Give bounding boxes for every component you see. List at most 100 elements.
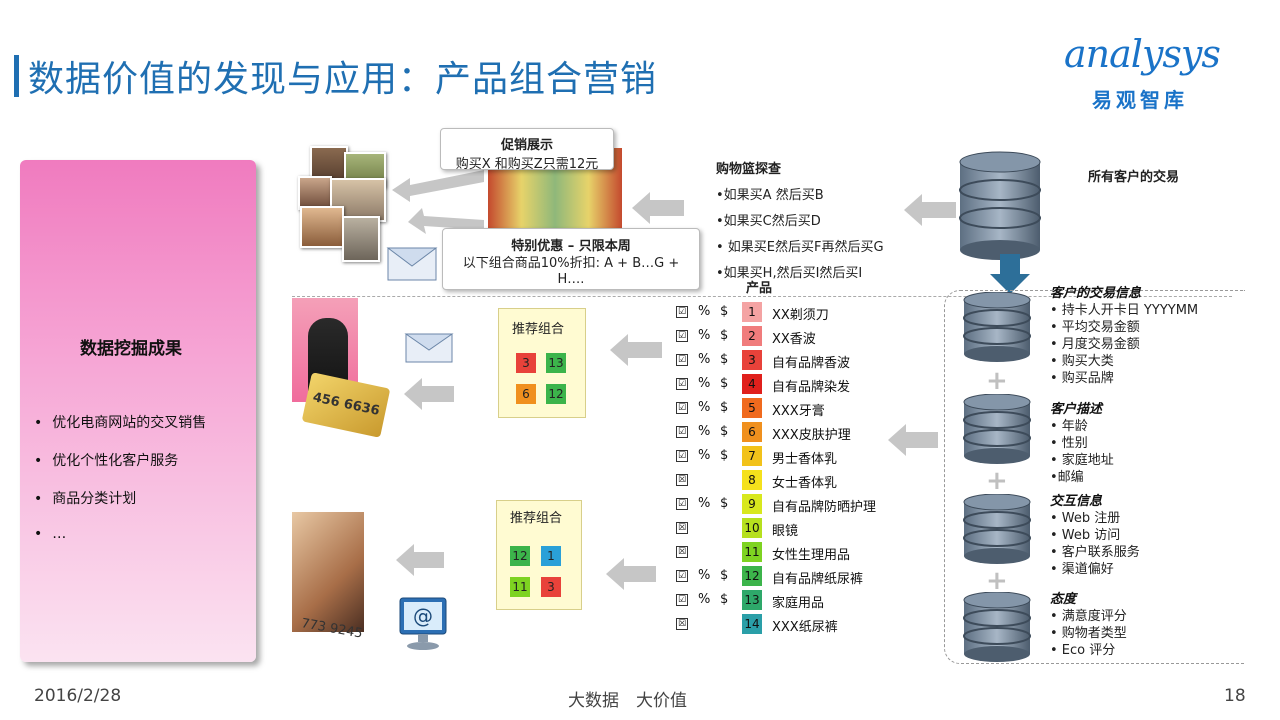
product-check: ☑ (676, 450, 688, 462)
footer-date: 2016/2/28 (34, 686, 122, 706)
data-section-title: 客户描述 (1050, 402, 1103, 417)
product-name: 女士香体乳 (772, 476, 838, 491)
data-section-item: • 购买品牌 (1050, 371, 1114, 386)
price-mark: $ (720, 568, 729, 583)
database-icon (963, 494, 1031, 564)
product-number: 4 (742, 374, 762, 394)
customer-photo (298, 176, 332, 210)
product-check: ☒ (676, 522, 688, 534)
svg-text:@: @ (413, 604, 433, 628)
data-section-item: • 年龄 (1050, 419, 1088, 434)
product-number: 5 (742, 398, 762, 418)
product-name: 女性生理用品 (772, 548, 851, 563)
price-mark: $ (720, 496, 729, 511)
price-mark: $ (720, 448, 729, 463)
logo: analysys (1064, 32, 1221, 76)
product-name: XX香波 (772, 332, 816, 347)
separator-line (292, 296, 1232, 297)
basket-rule: •如果买A 然后买B (716, 188, 824, 203)
price-mark: $ (720, 592, 729, 607)
product-tile: 13 (546, 353, 566, 373)
data-section-item: • 持卡人开卡日 YYYYMM (1050, 303, 1199, 318)
product-row: ☑% $7 男士香体乳 (676, 446, 916, 470)
data-section-item: • 平均交易金额 (1050, 320, 1140, 335)
product-number: 13 (742, 590, 762, 610)
product-tile: 12 (546, 384, 566, 404)
product-check: ☑ (676, 378, 688, 390)
product-check: ☑ (676, 570, 688, 582)
product-tile: 3 (541, 577, 561, 597)
product-check: ☑ (676, 402, 688, 414)
discount-mark: % (698, 352, 711, 367)
products-header: 产品 (746, 281, 773, 296)
data-section-item: • 客户联系服务 (1050, 545, 1140, 560)
price-mark: $ (720, 328, 729, 343)
family-photo (292, 512, 364, 632)
discount-mark: % (698, 568, 711, 583)
result-item: •… (34, 526, 67, 542)
product-name: 家庭用品 (772, 596, 825, 611)
product-number: 9 (742, 494, 762, 514)
product-tile: 3 (516, 353, 536, 373)
data-section-title: 态度 (1050, 592, 1077, 607)
product-check: ☑ (676, 330, 688, 342)
data-section-item: • 购买大类 (1050, 354, 1114, 369)
arrow-left-icon (396, 544, 444, 576)
product-number: 10 (742, 518, 762, 538)
logo-cn: 易观智库 (1092, 88, 1188, 112)
results-panel (20, 160, 256, 662)
arrow-left-icon (904, 194, 956, 226)
discount-mark: % (698, 424, 711, 439)
promo-title: 促销展示 (500, 138, 553, 153)
product-number: 2 (742, 326, 762, 346)
customer-photo (342, 216, 380, 262)
basket-title: 购物篮探查 (716, 162, 782, 177)
offer-text: 以下组合商品10%折扣: A + B…G + H…. (462, 256, 680, 287)
product-name: 自有品牌香波 (772, 356, 851, 371)
offer-title: 特别优惠 – 只限本周 (511, 239, 631, 254)
data-section-item: •邮编 (1050, 470, 1084, 485)
data-section-item: • 性别 (1050, 436, 1088, 451)
arrow-left-icon (888, 424, 938, 456)
basket-rule: • 如果买E然后买F再然后买G (716, 240, 884, 255)
all-transactions-label: 所有客户的交易 (1088, 170, 1180, 185)
data-section-item: • Web 访问 (1050, 528, 1121, 543)
product-name: 自有品牌纸尿裤 (772, 572, 864, 587)
product-check: ☑ (676, 306, 688, 318)
customer-photo (300, 206, 344, 248)
database-icon (959, 151, 1041, 260)
data-section-title: 客户的交易信息 (1050, 286, 1142, 301)
data-section-item: • 购物者类型 (1050, 626, 1127, 641)
price-mark: $ (720, 400, 729, 415)
arrow-left-icon (404, 378, 454, 410)
product-name: XXX纸尿裤 (772, 620, 838, 635)
product-name: 男士香体乳 (772, 452, 838, 467)
basket-rule: •如果买H,然后买I然后买I (716, 266, 863, 281)
product-number: 7 (742, 446, 762, 466)
result-item: •商品分类计划 (34, 491, 137, 507)
product-check: ☑ (676, 426, 688, 438)
price-mark: $ (720, 352, 729, 367)
discount-mark: % (698, 376, 711, 391)
product-check: ☒ (676, 546, 688, 558)
email-icon (386, 247, 438, 281)
product-check: ☑ (676, 498, 688, 510)
arrow-left-icon (632, 192, 684, 224)
discount-mark: % (698, 448, 711, 463)
product-tile: 6 (516, 384, 536, 404)
discount-mark: % (698, 328, 711, 343)
data-section-item: • 渠道偏好 (1050, 562, 1114, 577)
database-icon (963, 394, 1031, 464)
product-check: ☑ (676, 354, 688, 366)
product-name: 自有品牌染发 (772, 380, 851, 395)
discount-mark: % (698, 400, 711, 415)
promo-callout: 促销展示 购买X 和购买Z只需12元 (440, 128, 614, 172)
